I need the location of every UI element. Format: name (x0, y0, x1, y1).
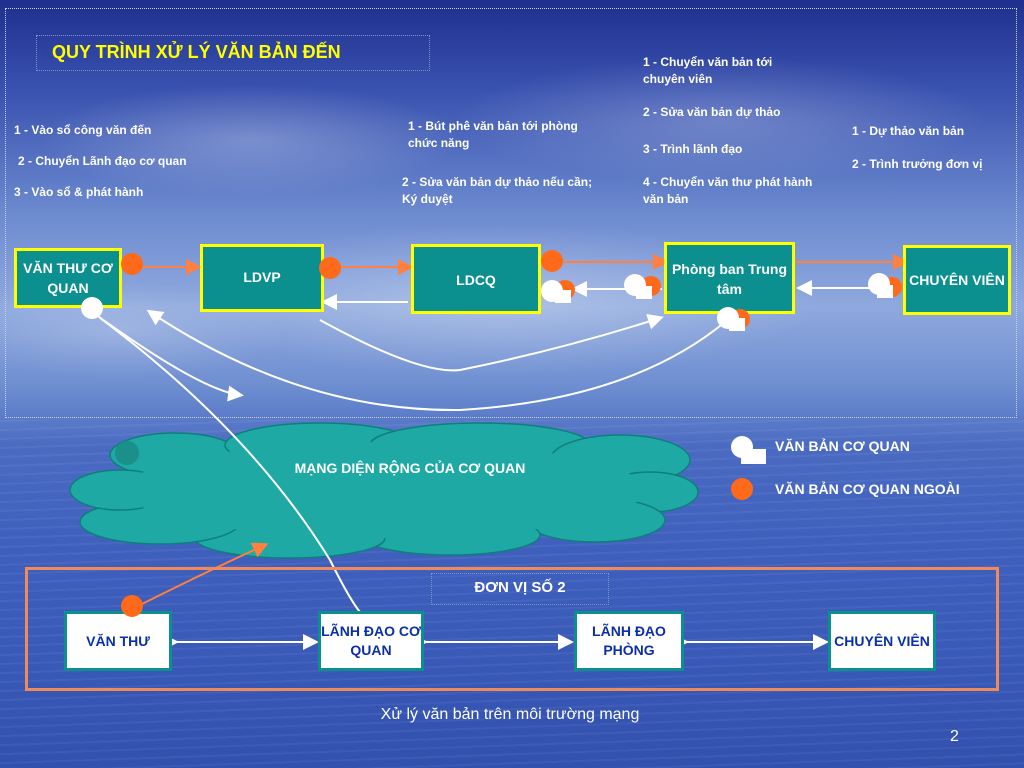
note-van-thu-1: 1 - Vào sổ công văn đến (14, 123, 152, 137)
node-label: LDVP (243, 269, 281, 285)
note-chuyen-vien-1: 1 - Dự thảo văn bản (852, 124, 965, 138)
internal-doc-marker (81, 297, 103, 319)
note-phong-ban-1: 1 - Chuyển văn bản tới chuyên viên (643, 55, 773, 86)
unit2-node-chuyen-vien[interactable]: CHUYÊN VIÊN (828, 611, 936, 671)
node-label: LÃNH ĐẠO PHÒNG (592, 623, 666, 658)
note-phong-ban-2: 2 - Sửa văn bản dự thảo (643, 105, 781, 119)
external-doc-marker (121, 253, 143, 275)
unit2-node-lanh-dao-co-quan[interactable]: LÃNH ĐẠO CƠ QUAN (318, 611, 424, 671)
note-ldcq-1: 1 - Bút phê văn bản tới phòng chức năng (408, 119, 578, 150)
slide-footer: Xử lý văn bản trên môi trường mạng (380, 706, 640, 723)
curve-ldvp-pb (319, 314, 664, 372)
title-frame (36, 35, 430, 71)
internal-doc-marker (636, 286, 652, 299)
external-doc-marker (319, 257, 341, 279)
node-ldvp[interactable]: LDVP (200, 244, 324, 312)
legend-internal-label: VĂN BẢN CƠ QUAN (775, 438, 910, 454)
unit2-frame (25, 567, 999, 691)
note-phong-ban-3: 3 - Trình lãnh đạo (643, 142, 743, 156)
node-label: LÃNH ĐẠO CƠ QUAN (321, 623, 421, 658)
node-label: Phòng ban Trung tâm (671, 261, 788, 297)
node-label: CHUYÊN VIÊN (909, 272, 1005, 288)
curve-pb-vt (146, 309, 726, 412)
node-label: VĂN THƯ (86, 632, 150, 649)
node-phong-ban[interactable]: Phòng ban Trung tâm (664, 242, 795, 314)
node-ldcq[interactable]: LDCQ (411, 244, 541, 314)
note-van-thu-2: 2 - Chuyển Lãnh đạo cơ quan (18, 154, 187, 168)
external-doc-marker (541, 250, 563, 272)
external-doc-marker (121, 595, 143, 617)
note-ldcq-2: 2 - Sửa văn bản dự thảo nếu cần; Ký duyệ… (402, 175, 593, 206)
internal-doc-marker (729, 318, 745, 331)
note-phong-ban-4: 4 - Chuyển văn thư phát hành văn bản (643, 175, 813, 206)
legend-internal-icon-square (741, 449, 766, 464)
note-chuyen-vien-2: 2 - Trình trưởng đơn vị (852, 157, 983, 171)
unit2-title-frame (431, 573, 609, 605)
node-label: CHUYÊN VIÊN (834, 632, 930, 649)
process-frame (5, 8, 1017, 418)
page-number: 2 (950, 728, 959, 745)
line-vt-network-2 (99, 317, 361, 613)
node-label: VĂN THƯ CƠ QUAN (23, 260, 113, 296)
node-label: LDCQ (456, 272, 496, 288)
internal-doc-marker (877, 285, 893, 298)
legend-external-label: VĂN BẢN CƠ QUAN NGOÀI (775, 481, 960, 497)
unit2-title: ĐƠN VỊ SỐ 2 (474, 579, 566, 596)
unit2-node-van-thu[interactable]: VĂN THƯ (64, 611, 172, 671)
note-van-thu-3: 3 - Vào sổ & phát hành (14, 185, 144, 199)
unit2-node-lanh-dao-phong[interactable]: LÃNH ĐẠO PHÒNG (574, 611, 684, 671)
page-title: QUY TRÌNH XỬ LÝ VĂN BẢN ĐẾN (52, 42, 341, 62)
internal-doc-marker (555, 290, 571, 303)
arrow-vt-network (94, 313, 244, 402)
node-van-thu-co-quan[interactable]: VĂN THƯ CƠ QUAN (14, 248, 122, 308)
arrow-unit2-network (139, 542, 269, 606)
network-cloud (69, 422, 699, 559)
network-label: MẠNG DIỆN RỘNG CỦA CƠ QUAN (294, 460, 526, 476)
node-chuyen-vien[interactable]: CHUYÊN VIÊN (903, 245, 1011, 315)
legend-external-icon (731, 478, 753, 500)
